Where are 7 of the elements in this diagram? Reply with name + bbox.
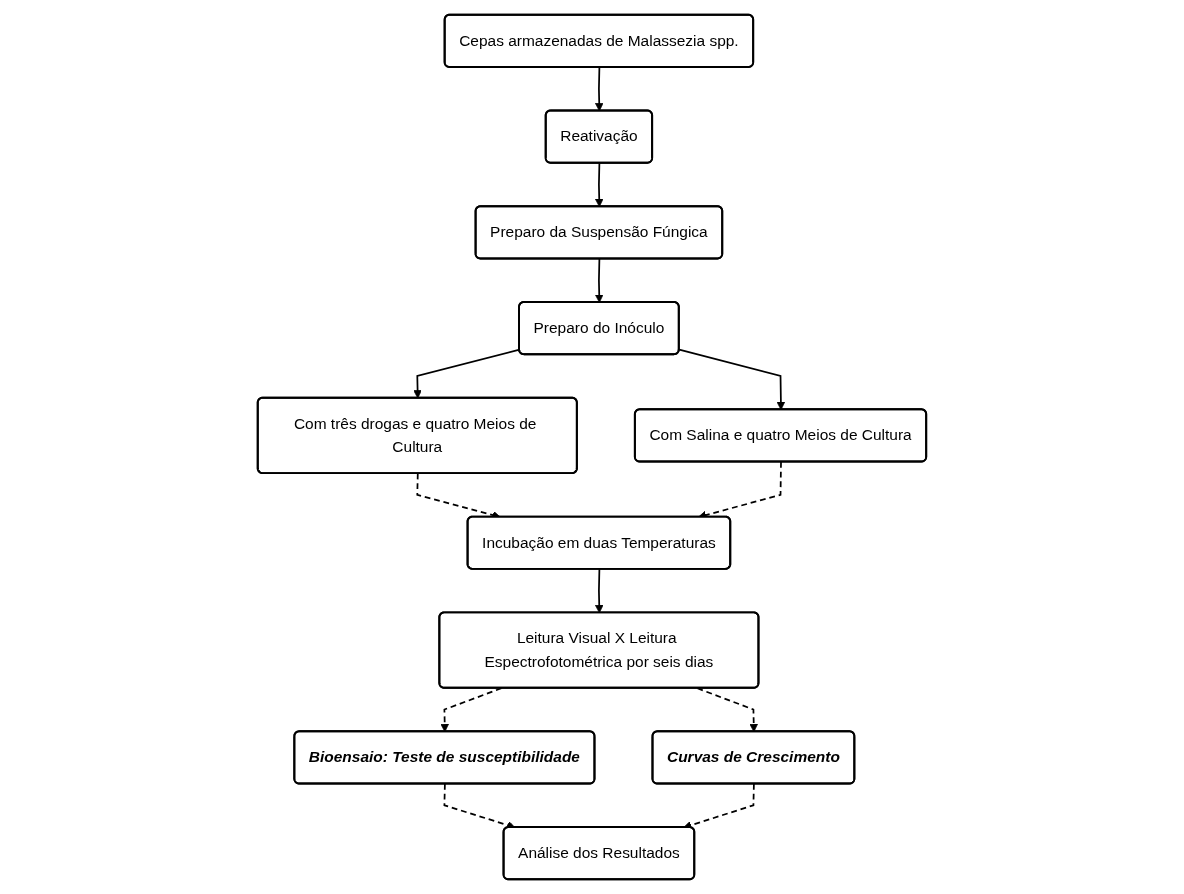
arrow [595,568,604,614]
arrow [595,66,604,112]
arrow [440,687,503,733]
arrow [595,258,604,303]
arrow [678,348,786,411]
arrow [696,687,758,733]
arrow [595,162,604,208]
